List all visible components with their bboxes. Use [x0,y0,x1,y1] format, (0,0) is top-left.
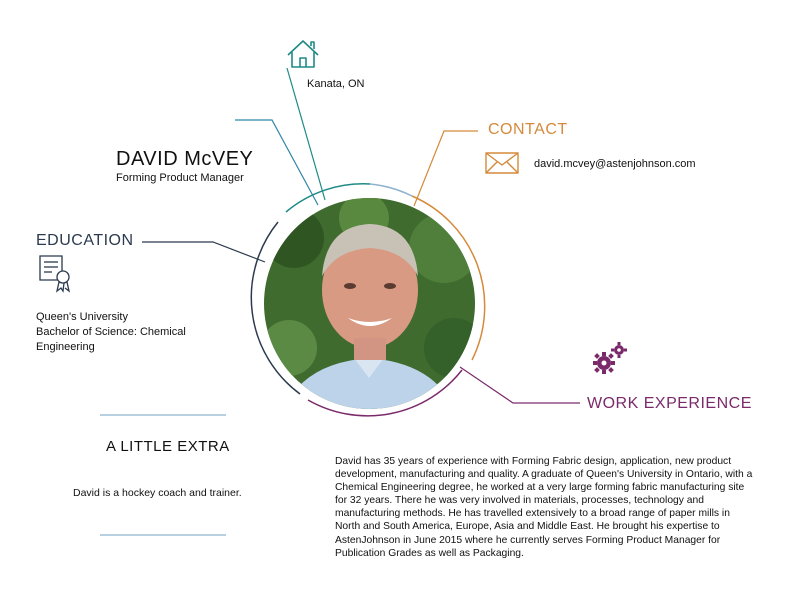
home-icon [287,40,319,68]
email-link[interactable]: david.mcvey@astenjohnson.com [534,158,696,170]
certificate-icon [39,255,71,293]
gears-icon [593,342,627,374]
education-details: Queen's University Bachelor of Science: … [36,310,226,355]
education-degree: Bachelor of Science: Chemical Engineerin… [36,326,186,353]
ring-arc-orange [411,195,486,361]
connector-work [459,366,580,404]
location-text: Kanata, ON [307,78,365,90]
ring-arc-purple [307,369,463,417]
education-school: Queen's University [36,311,128,323]
profile-photo [264,198,475,409]
connector-contact [413,130,478,207]
work-bio: David has 35 years of experience with Fo… [335,456,753,559]
portrait-image [264,198,475,409]
extra-text: David is a hockey coach and trainer. [73,487,242,499]
contact-heading: CONTACT [488,121,568,138]
ring-arc-teal [285,183,371,213]
education-heading: EDUCATION [36,232,134,249]
connector-name [235,119,319,206]
extra-heading: A LITTLE EXTRA [106,438,230,455]
ring-arc-blue [369,183,413,197]
person-name: DAVID McVEY [116,148,254,170]
connector-education [142,241,266,263]
connector-location [286,67,326,201]
envelope-icon [485,152,519,174]
work-experience-heading: WORK EXPERIENCE [587,395,752,412]
ring-arc-navy [250,221,301,395]
person-title: Forming Product Manager [116,172,244,184]
